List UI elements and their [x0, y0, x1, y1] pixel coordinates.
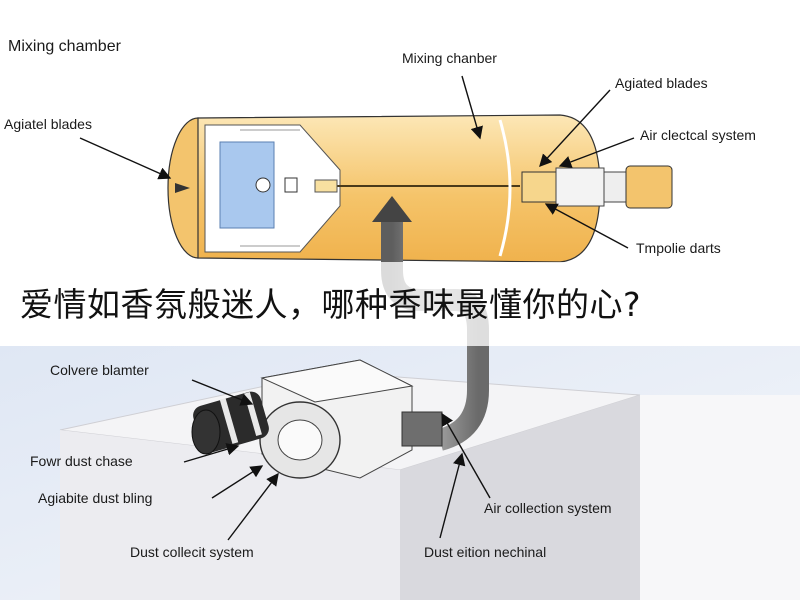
label-agitated-blades: Agiated blades — [615, 75, 708, 91]
leader-air-system — [558, 137, 635, 168]
leader-left-blades — [79, 137, 172, 180]
caption-banner — [0, 262, 800, 346]
label-mixing-chamber: Mixing chanber — [402, 50, 497, 66]
label-dust-collect: Dust collecit system — [130, 544, 254, 560]
leader-tmpolie-darts — [544, 203, 629, 249]
leader-agitated-blades — [539, 89, 611, 168]
platform-side-right — [400, 395, 640, 600]
front-tip-icon — [175, 183, 190, 193]
pipe-junction — [401, 411, 443, 447]
leader-mixing-chamber — [461, 75, 483, 140]
motor-face — [191, 409, 221, 455]
label-tmpolie-darts: Tmpolie darts — [636, 240, 721, 256]
leader-fowr-dust — [183, 443, 240, 463]
background-block — [640, 395, 800, 600]
blade-bracket — [284, 177, 298, 193]
machine-top — [260, 359, 414, 403]
leader-dust-collect — [227, 472, 279, 541]
blade-hub-icon — [255, 177, 271, 193]
label-air-collection: Air collection system — [484, 500, 612, 516]
mixing-chamber-assembly — [167, 114, 673, 263]
shaft-coupling — [314, 179, 338, 193]
leader-air-collection — [441, 412, 491, 499]
corner-title: Mixing chamber — [8, 38, 121, 55]
label-left-blades: Agiatel blades — [4, 116, 92, 132]
leader-dust-eition — [439, 452, 466, 539]
label-air-system: Air clectcal system — [640, 127, 756, 143]
label-agiabite: Agiabite dust bling — [38, 490, 153, 506]
leader-colvere — [191, 379, 254, 406]
pipe-arrow-head — [372, 196, 412, 222]
chamber-rear-ring — [498, 119, 512, 257]
rear-connector — [603, 171, 627, 203]
motor-band — [219, 398, 239, 444]
leader-agiabite — [211, 465, 264, 499]
dust-machine — [191, 359, 443, 479]
agitator-hub — [521, 171, 557, 203]
caption-text: 爱情如香氛般迷人，哪种香味最懂你的心? — [20, 285, 642, 324]
air-nozzle — [625, 165, 673, 209]
label-dust-eition: Dust eition nechinal — [424, 544, 547, 560]
label-fowr-dust: Fowr dust chase — [30, 453, 133, 469]
label-colvere: Colvere blamter — [50, 362, 149, 378]
fan-opening-icon — [277, 419, 323, 461]
rear-cap — [555, 167, 605, 207]
